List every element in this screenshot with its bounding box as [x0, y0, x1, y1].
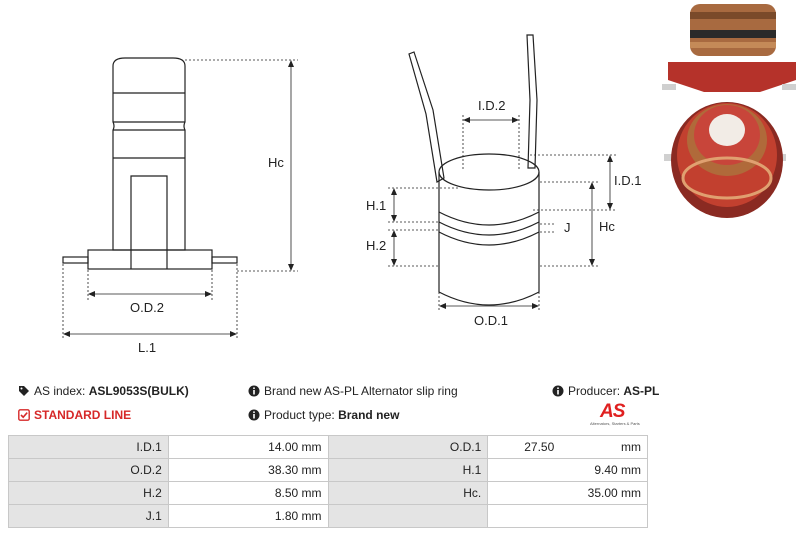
spec-table: I.D.1 14.00 mm O.D.1 27.50 mm O.D.2 38.30…: [8, 435, 648, 528]
spec-value: 9.40 mm: [487, 458, 648, 482]
spec-label: H.2: [8, 481, 169, 505]
description-text: Brand new AS-PL Alternator slip ring: [264, 384, 458, 398]
label-j: J: [564, 220, 571, 235]
info-icon: [248, 409, 260, 421]
spec-value: [487, 504, 648, 528]
logo-tagline: Alternators, Starters & Parts: [590, 421, 640, 426]
label-hc-left: Hc: [268, 155, 284, 170]
description: Brand new AS-PL Alternator slip ring: [248, 384, 458, 398]
spec-label: J.1: [8, 504, 169, 528]
lead-right: [526, 34, 538, 169]
product-type-value: Brand new: [338, 408, 400, 422]
spec-value: 1.80 mm: [167, 504, 329, 528]
product-type: Product type: Brand new: [248, 408, 399, 422]
label-h1: H.1: [366, 198, 387, 213]
as-index: AS index: ASL9053S(BULK): [18, 384, 189, 398]
tag-icon: [19, 386, 29, 396]
left-flange: [87, 249, 213, 270]
standard-line: STANDARD LINE: [18, 408, 131, 422]
product-photo-bottom: [664, 102, 786, 218]
spec-label: [327, 504, 489, 528]
producer-label: Producer:: [568, 384, 621, 398]
label-l1: L.1: [138, 340, 157, 355]
spec-label: O.D.1: [327, 435, 489, 459]
label-od1: O.D.1: [474, 313, 508, 328]
label-hc-right: Hc: [599, 219, 615, 234]
standard-line-text: STANDARD LINE: [34, 408, 132, 422]
producer-value: AS-PL: [623, 384, 660, 398]
spec-label: I.D.1: [8, 435, 169, 459]
as-pl-logo: AS Alternators, Starters & Parts: [590, 401, 652, 429]
spec-number: 27.50: [524, 440, 555, 454]
spec-value: 8.50 mm: [167, 481, 329, 505]
label-id2: I.D.2: [478, 98, 506, 113]
table-row: O.D.2 38.30 mm H.1 9.40 mm: [8, 458, 648, 482]
logo-text: AS: [600, 401, 625, 422]
left-shaft-outline: [112, 57, 186, 251]
ring-body: [438, 172, 540, 306]
spec-value: 35.00 mm: [487, 481, 648, 505]
spec-unit: mm: [621, 440, 641, 454]
spec-value: 27.50 mm: [487, 435, 648, 459]
spec-label: Hc.: [327, 481, 489, 505]
info-icon: [248, 385, 260, 397]
table-row: H.2 8.50 mm Hc. 35.00 mm: [8, 481, 648, 505]
label-id1: I.D.1: [614, 173, 642, 188]
table-row: I.D.1 14.00 mm O.D.1 27.50 mm: [8, 435, 648, 459]
lead-left: [408, 51, 445, 183]
product-type-label: Product type:: [264, 408, 335, 422]
check-square-icon: [18, 409, 30, 421]
spec-value: 38.30 mm: [167, 458, 329, 482]
as-index-label: AS index:: [34, 384, 86, 398]
info-icon: [552, 385, 564, 397]
as-index-value: ASL9053S(BULK): [88, 384, 189, 398]
product-photo-top: [662, 4, 796, 92]
spec-value: 14.00 mm: [167, 435, 329, 459]
label-h2: H.2: [366, 238, 387, 253]
spec-label: H.1: [327, 458, 489, 482]
spec-label: O.D.2: [8, 458, 169, 482]
technical-drawings: [62, 4, 796, 340]
producer: Producer: AS-PL: [552, 384, 659, 398]
label-od2: O.D.2: [130, 300, 164, 315]
table-row: J.1 1.80 mm: [8, 504, 648, 528]
